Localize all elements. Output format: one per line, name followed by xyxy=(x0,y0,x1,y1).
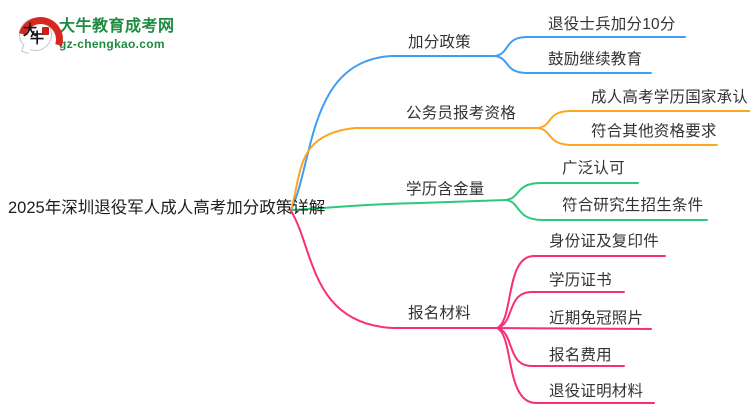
child-label-other-requirements: 符合其他资格要求 xyxy=(591,123,717,140)
branch-label-degree-value: 学历含金量 xyxy=(406,181,485,198)
brand-domain: gz-chengkao.com xyxy=(59,37,165,51)
branch-line-degree-value xyxy=(290,199,507,211)
child-label-widely-recognized: 广泛认可 xyxy=(562,160,625,177)
branch-line-bonus-policy xyxy=(290,55,496,211)
child-label-encourage-education: 鼓励继续教育 xyxy=(548,51,643,68)
child-label-fee: 报名费用 xyxy=(549,347,612,364)
brand-name: 大牛教育成考网 xyxy=(59,18,175,35)
child-label-veteran-10pts: 退役士兵加分10分 xyxy=(548,16,676,33)
child-line-encourage-education xyxy=(494,55,652,74)
child-label-diploma: 学历证书 xyxy=(549,272,612,289)
branch-label-civil-servant: 公务员报考资格 xyxy=(406,105,516,122)
child-label-photo: 近期免冠照片 xyxy=(549,310,644,327)
branch-label-bonus-policy: 加分政策 xyxy=(408,34,471,51)
child-label-state-recognized: 成人高考学历国家承认 xyxy=(591,89,749,106)
logo-bubble-mark: 大 牛 xyxy=(10,9,71,70)
child-line-postgraduate-eligible xyxy=(505,199,708,221)
logo-character-da: 大 xyxy=(23,24,37,39)
child-label-id-card-copy: 身份证及复印件 xyxy=(549,233,659,250)
child-line-photo xyxy=(496,327,652,330)
child-label-postgraduate-eligible: 符合研究生招生条件 xyxy=(562,197,704,214)
logo-text-block: 大牛教育成考网 gz-chengkao.com xyxy=(59,18,175,51)
child-line-widely-recognized xyxy=(505,182,639,201)
child-line-discharge-proof xyxy=(496,327,655,404)
logo-seal-icon xyxy=(42,27,49,35)
child-label-discharge-proof: 退役证明材料 xyxy=(549,383,644,400)
child-line-fee xyxy=(496,327,625,367)
child-line-other-requirements xyxy=(537,127,718,146)
child-line-id-card-copy xyxy=(496,255,666,329)
branch-line-civil-servant xyxy=(290,127,539,211)
branch-line-application-materials xyxy=(290,210,498,329)
child-line-veteran-10pts xyxy=(494,36,686,57)
root-topic-label: 2025年深圳退役军人成人高考加分政策详解 xyxy=(8,199,326,217)
site-logo: 大 牛 大牛教育成考网 gz-chengkao.com xyxy=(10,9,175,70)
child-line-diploma xyxy=(496,291,625,329)
branch-label-application-materials: 报名材料 xyxy=(408,305,471,322)
logo-character-niu: 牛 xyxy=(30,32,44,47)
child-line-state-recognized xyxy=(537,110,750,129)
